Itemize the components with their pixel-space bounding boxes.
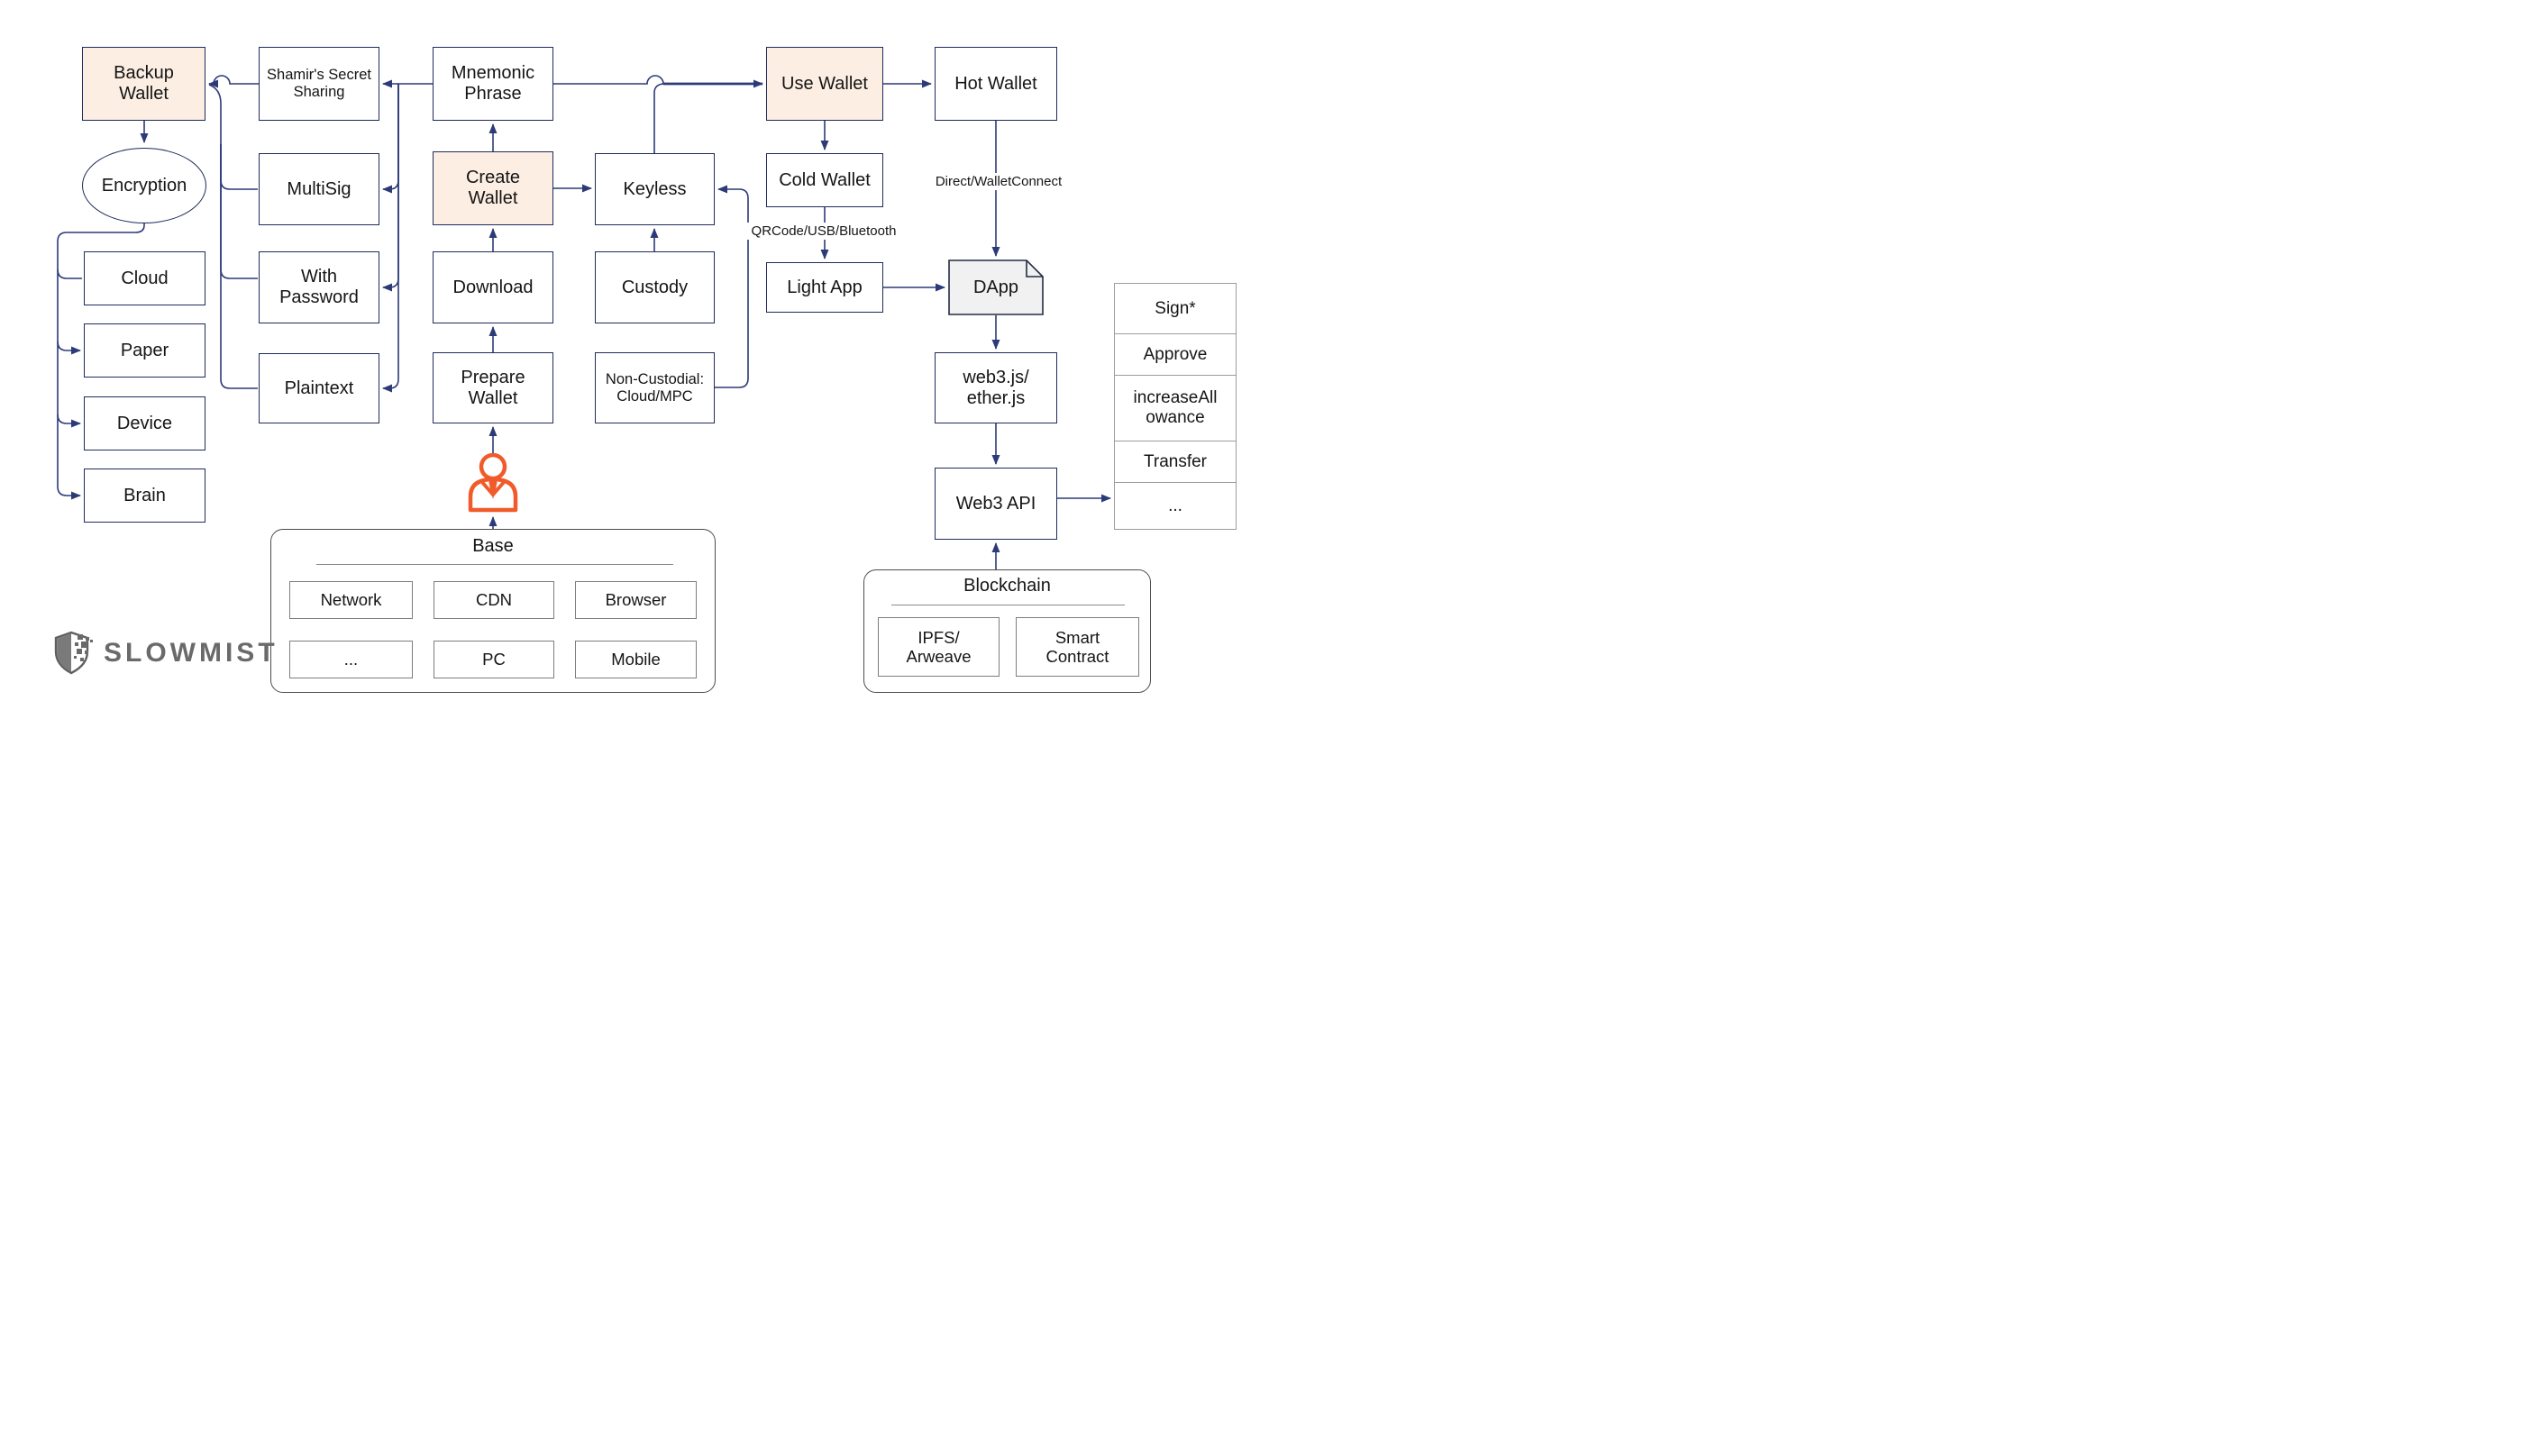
node-web3-api: Web3 API <box>935 468 1057 540</box>
node-shamirs-secret-sharing: Shamir's Secret Sharing <box>259 47 379 121</box>
node-prepare-wallet: Prepare Wallet <box>433 352 553 423</box>
base-item-cdn: CDN <box>434 581 554 619</box>
blockchain-title: Blockchain <box>963 576 1051 596</box>
node-hot-wallet: Hot Wallet <box>935 47 1057 121</box>
base-item-network: Network <box>289 581 413 619</box>
node-dapp: DApp <box>948 259 1044 315</box>
node-cloud: Cloud <box>84 251 205 305</box>
dapp-label: DApp <box>972 277 1019 297</box>
node-multisig: MultiSig <box>259 153 379 225</box>
node-with-password: With Password <box>259 251 379 323</box>
list-item-increaseallowance: increaseAll owance <box>1114 375 1237 442</box>
slowmist-logo-text: SLOWMIST <box>104 638 278 668</box>
node-paper: Paper <box>84 323 205 378</box>
node-non-custodial: Non-Custodial: Cloud/MPC <box>595 352 715 423</box>
node-encryption: Encryption <box>82 148 206 223</box>
base-item-more: ... <box>289 641 413 678</box>
base-item-pc: PC <box>434 641 554 678</box>
base-item-browser: Browser <box>575 581 697 619</box>
base-title: Base <box>472 536 514 556</box>
list-item-sign: Sign* <box>1114 283 1237 334</box>
node-custody: Custody <box>595 251 715 323</box>
edge-label-direct-walletconnect: Direct/WalletConnect <box>926 173 1072 190</box>
node-download: Download <box>433 251 553 323</box>
node-use-wallet: Use Wallet <box>766 47 883 121</box>
node-plaintext: Plaintext <box>259 353 379 423</box>
node-create-wallet: Create Wallet <box>433 151 553 225</box>
slowmist-logo: SLOWMIST <box>53 631 278 676</box>
user-person-icon <box>462 452 524 513</box>
document-page-icon <box>948 259 1044 315</box>
wallet-security-flow-diagram: Backup Wallet Shamir's Secret Sharing Mn… <box>0 0 1269 728</box>
base-title-separator <box>316 564 673 565</box>
list-item-transfer: Transfer <box>1114 440 1237 484</box>
connector-lines <box>57 75 1111 569</box>
edge-label-qrcode-usb-bluetooth: QRCode/USB/Bluetooth <box>744 223 904 240</box>
contract-actions-list: Sign* Approve increaseAll owance Transfe… <box>1114 283 1237 531</box>
node-brain: Brain <box>84 469 205 523</box>
node-cold-wallet: Cold Wallet <box>766 153 883 207</box>
node-light-app: Light App <box>766 262 883 313</box>
blockchain-item-smart-contract: Smart Contract <box>1016 617 1139 677</box>
node-device: Device <box>84 396 205 450</box>
node-keyless: Keyless <box>595 153 715 225</box>
blockchain-item-ipfs-arweave: IPFS/ Arweave <box>878 617 1000 677</box>
blockchain-container: Blockchain IPFS/ Arweave Smart Contract <box>863 569 1151 693</box>
node-mnemonic-phrase: Mnemonic Phrase <box>433 47 553 121</box>
slowmist-shield-icon <box>54 631 93 675</box>
list-item-more: ... <box>1114 482 1237 531</box>
node-backup-wallet: Backup Wallet <box>82 47 205 121</box>
list-item-approve: Approve <box>1114 332 1237 377</box>
node-web3js-etherjs: web3.js/ ether.js <box>935 352 1057 423</box>
base-item-mobile: Mobile <box>575 641 697 678</box>
base-container: Base Network CDN Browser ... PC Mobile <box>270 529 716 693</box>
